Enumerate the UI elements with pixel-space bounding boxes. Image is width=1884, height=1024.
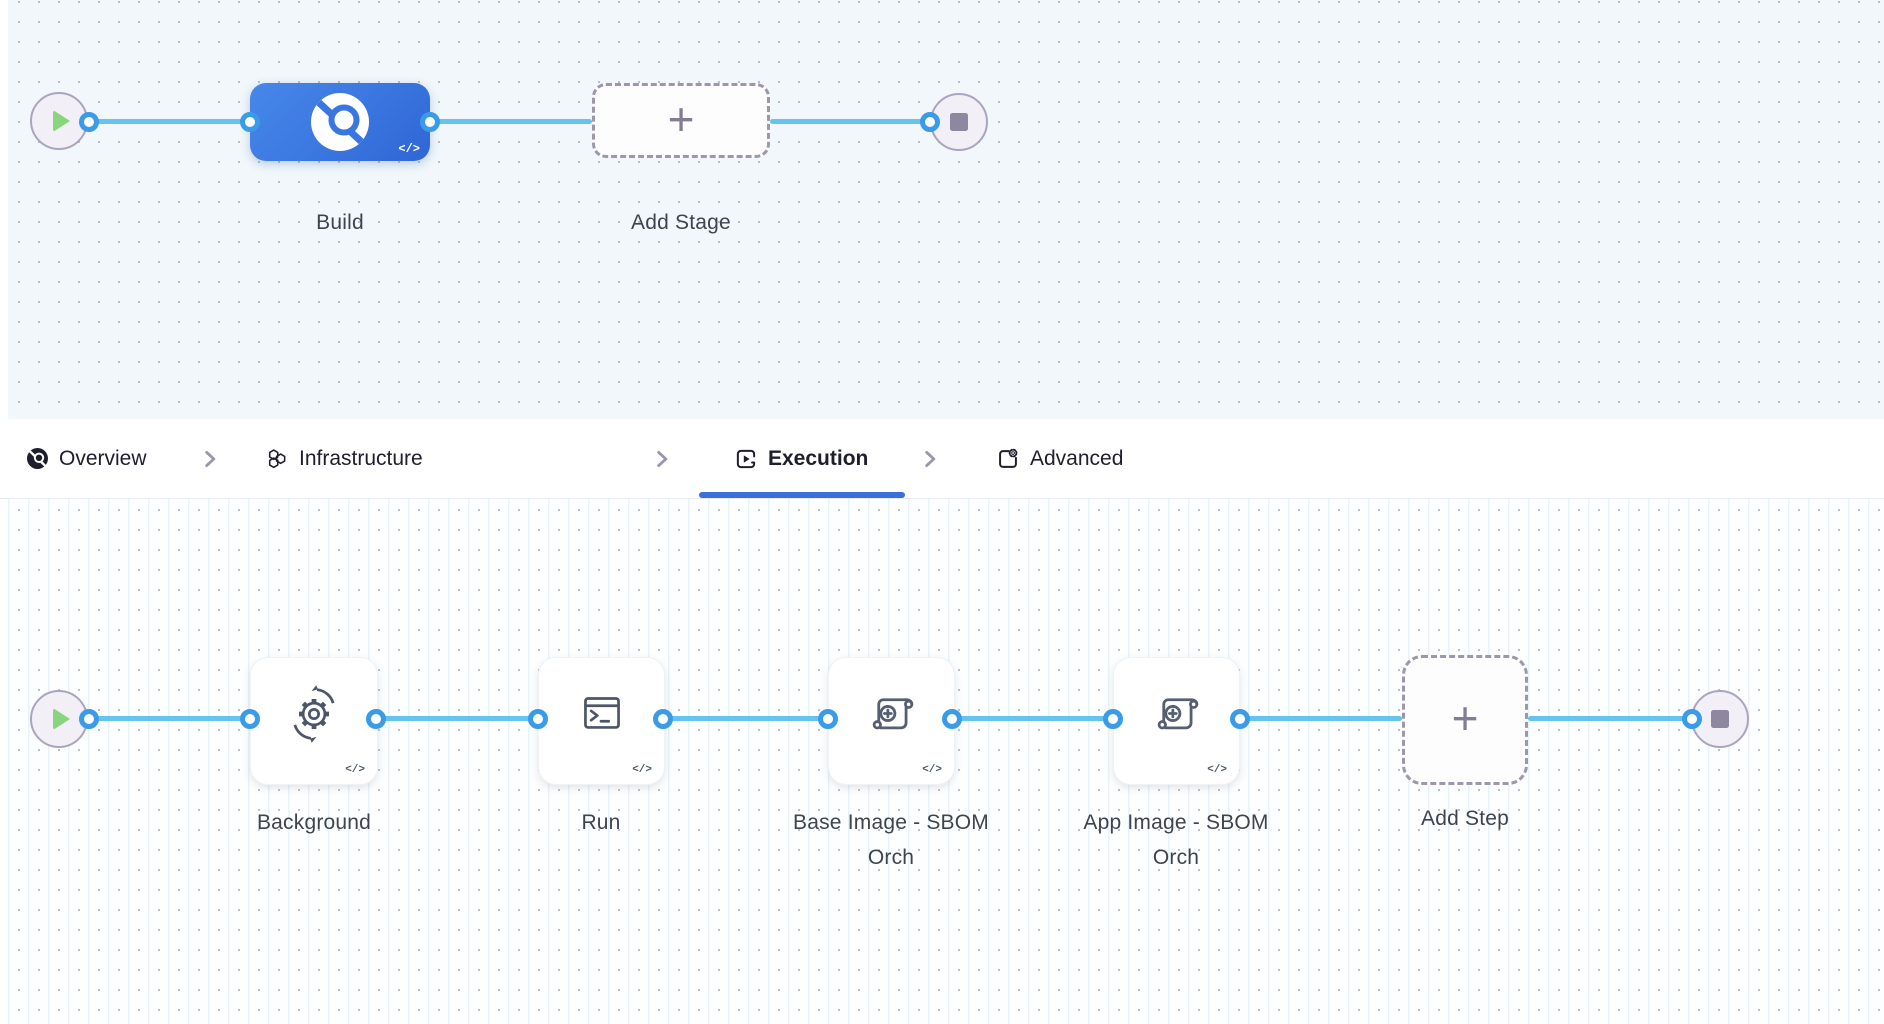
canvas-left-gutter xyxy=(0,0,8,419)
edge xyxy=(1240,716,1402,721)
background-sync-gear-icon xyxy=(285,684,343,744)
play-icon xyxy=(53,708,70,730)
execution-play-icon xyxy=(735,448,757,470)
pipeline-start-node[interactable] xyxy=(30,92,88,150)
hexagon-cluster-icon xyxy=(267,448,288,469)
tab-label: Execution xyxy=(768,446,869,470)
connector-pin[interactable] xyxy=(240,112,260,132)
plus-icon: + xyxy=(1451,692,1479,744)
edge xyxy=(89,716,250,721)
connector-pin[interactable] xyxy=(920,112,940,132)
tab-label: Overview xyxy=(59,446,147,470)
yaml-badge: </> xyxy=(345,764,365,776)
edge-build-to-addstage xyxy=(430,119,592,124)
chevron-right-icon xyxy=(919,448,941,470)
stop-icon xyxy=(950,113,968,131)
connector-pin[interactable] xyxy=(366,709,386,729)
edge-addstage-to-end xyxy=(770,119,930,124)
step-label: App Image - SBOM Orch xyxy=(1083,811,1269,869)
chevron-right-icon xyxy=(199,448,221,470)
canvas-left-gutter xyxy=(0,499,8,1024)
edge xyxy=(952,716,1113,721)
add-stage-label: Add Stage xyxy=(631,211,731,234)
edge xyxy=(376,716,538,721)
yaml-badge: </> xyxy=(632,764,652,776)
connector-pin[interactable] xyxy=(528,709,548,729)
terminal-icon xyxy=(573,684,631,744)
connector-pin[interactable] xyxy=(1103,709,1123,729)
execution-graph-canvas[interactable]: </> Background </> Run xyxy=(0,499,1884,1024)
tab-overview[interactable]: Overview xyxy=(27,447,147,471)
edge xyxy=(1528,716,1692,721)
step-card-background[interactable]: </> xyxy=(250,657,378,785)
sbom-scroll-plus-icon xyxy=(863,684,921,744)
add-stage-button[interactable]: + xyxy=(592,83,770,158)
stage-graph-canvas[interactable]: </> Build + Add Stage xyxy=(0,0,1884,419)
ci-build-icon xyxy=(27,448,48,469)
yaml-badge: </> xyxy=(398,142,420,156)
plus-icon: + xyxy=(667,92,695,145)
edge-start-to-build xyxy=(88,119,250,124)
step-label: Background xyxy=(256,811,372,834)
step-label: Base Image - SBOM Orch xyxy=(793,811,989,869)
step-label: Run xyxy=(581,811,621,834)
connector-pin[interactable] xyxy=(653,709,673,729)
active-tab-underline xyxy=(699,492,905,498)
tab-label: Advanced xyxy=(1030,446,1124,470)
stage-card-build[interactable]: </> xyxy=(250,83,430,161)
step-card-app-image-sbom[interactable]: </> xyxy=(1113,657,1240,785)
tab-execution[interactable]: Execution xyxy=(735,447,868,471)
connector-pin[interactable] xyxy=(1682,709,1702,729)
connector-pin[interactable] xyxy=(79,709,99,729)
tab-infrastructure[interactable]: Infrastructure xyxy=(267,447,423,471)
connector-pin[interactable] xyxy=(1230,709,1250,729)
add-step-button[interactable]: + xyxy=(1402,655,1528,785)
advanced-gear-icon xyxy=(997,448,1019,470)
connector-pin[interactable] xyxy=(79,112,99,132)
execution-start-node[interactable] xyxy=(30,690,88,748)
tab-label: Infrastructure xyxy=(299,446,423,470)
yaml-badge: </> xyxy=(922,764,942,776)
ci-build-icon xyxy=(311,93,369,151)
connector-pin[interactable] xyxy=(942,709,962,729)
step-card-base-image-sbom[interactable]: </> xyxy=(828,657,955,785)
add-step-label: Add Step xyxy=(1421,807,1509,830)
stage-label: Build xyxy=(316,211,364,234)
sbom-scroll-plus-icon xyxy=(1148,684,1206,744)
edge xyxy=(663,716,828,721)
tab-advanced[interactable]: Advanced xyxy=(997,447,1123,471)
step-card-run[interactable]: </> xyxy=(538,657,665,785)
connector-pin[interactable] xyxy=(420,112,440,132)
chevron-right-icon xyxy=(651,448,673,470)
connector-pin[interactable] xyxy=(240,709,260,729)
stop-icon xyxy=(1711,710,1729,728)
connector-pin[interactable] xyxy=(818,709,838,729)
stage-setup-tabbar: Overview Infrastructure xyxy=(0,419,1884,499)
play-icon xyxy=(53,110,70,132)
yaml-badge: </> xyxy=(1207,764,1227,776)
